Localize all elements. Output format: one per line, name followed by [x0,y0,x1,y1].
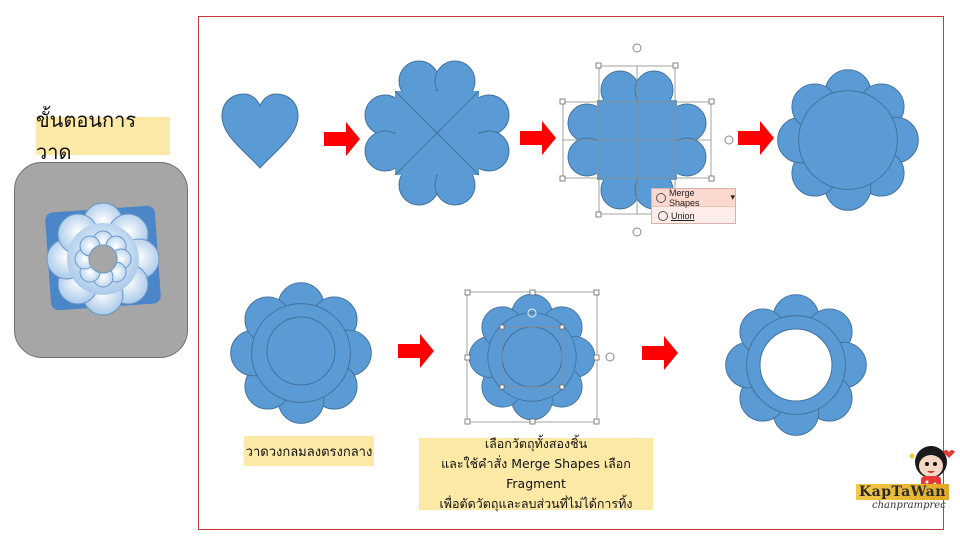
preview-outer-flower [46,202,160,316]
arrow-right-icon [520,121,556,155]
arrow-right-icon [738,121,774,155]
merge-shapes-menu: Merge Shapes ▾ Union [651,188,736,224]
arrow-right-icon [324,122,360,156]
merge-shapes-button[interactable]: Merge Shapes ▾ [652,187,735,208]
step-note-draw-circle: วาดวงกลมลงตรงกลาง [244,436,374,466]
union-menu-item[interactable]: Union [652,207,735,224]
union-label: Union [671,210,695,221]
preview-panel [14,162,188,358]
heart-shape [221,93,299,169]
flower-with-circle-shape [230,282,372,424]
union-icon [658,210,668,221]
arrow-right-icon [642,336,678,370]
selected-flower-shape [464,289,615,425]
arrow-right-icon [398,334,434,368]
four-hearts-shape [364,60,510,206]
merge-shapes-label: Merge Shapes [668,187,700,208]
preview-flower-illustration [45,202,161,316]
merge-shapes-icon [656,192,666,203]
note-line: และใช้คำสั่ง Merge Shapes เลือก Fragment [441,456,631,491]
logo-girl-illustration [909,446,955,490]
logo-main-text: KapTaWan [856,484,949,500]
steps-frame [198,16,944,530]
logo-sub-text: chanpramprec [872,500,946,511]
note-line: เลือกวัตถุทั้งสองชิ้น [484,436,588,451]
step-note-fragment: เลือกวัตถุทั้งสองชิ้น และใช้คำสั่ง Merge… [419,436,653,511]
chevron-down-icon: ▾ [730,192,735,202]
flower-with-hole-shape [725,294,867,436]
note-line: เพื่อตัดวัตถุและลบส่วนที่ไม่ได้การทิ้ง [439,496,633,511]
merged-flower-shape [777,69,919,211]
kaptawan-logo: KapTaWan chanpramprec [852,432,958,514]
